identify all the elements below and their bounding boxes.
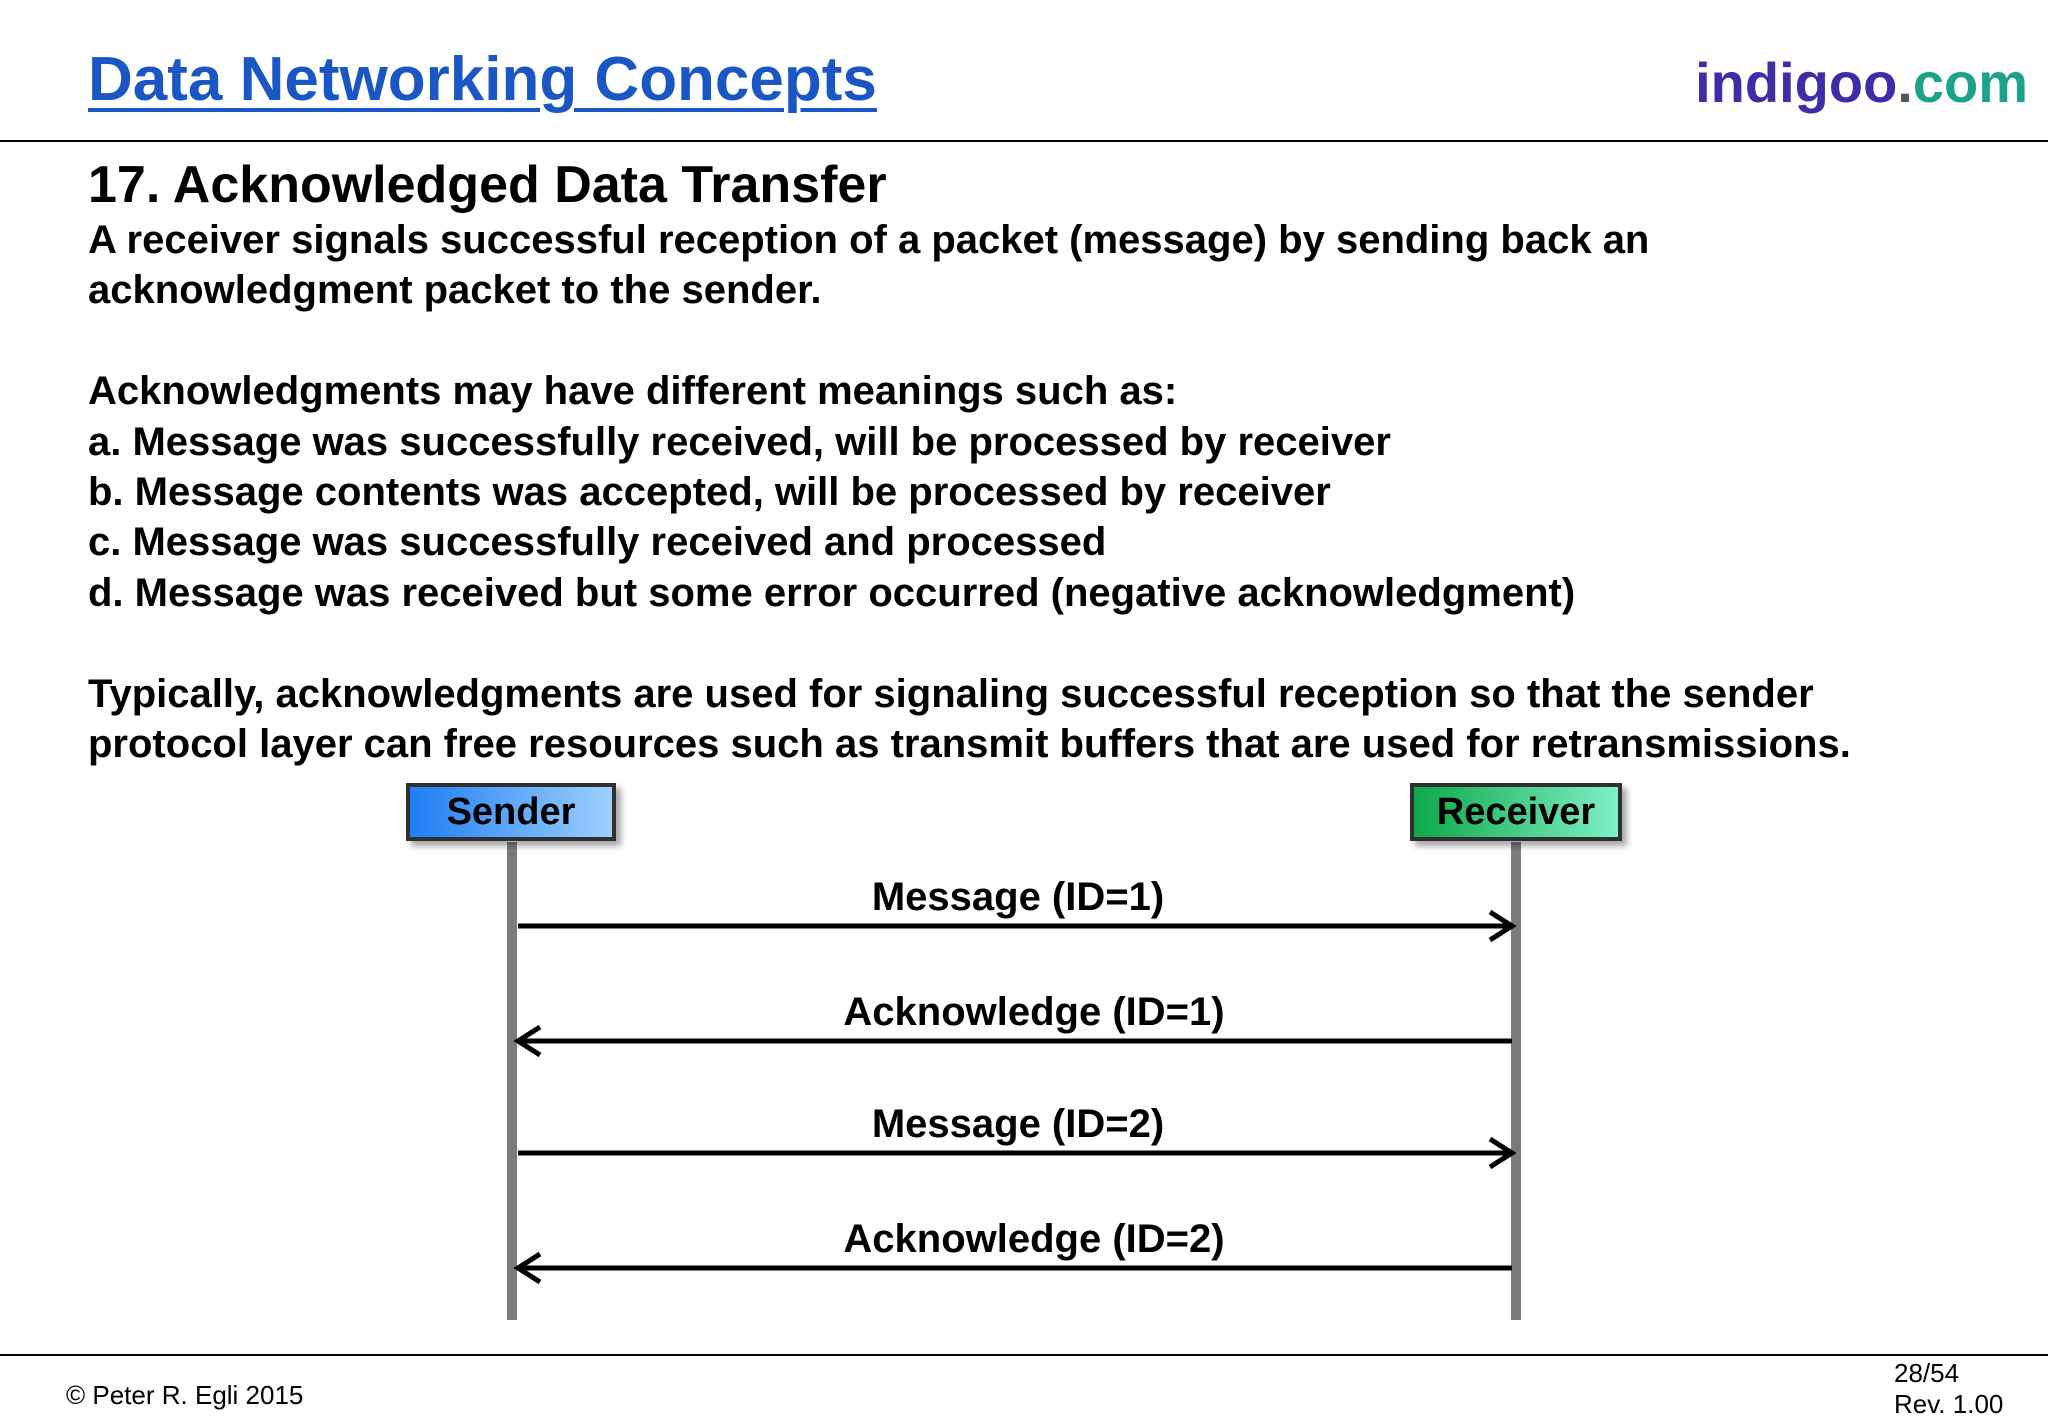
page-number: 28/54 [1894,1358,1960,1388]
brand-logo: indigoo.com [1695,50,2028,115]
sender-box: Sender [406,783,616,841]
arrowhead [1488,909,1517,943]
page-title[interactable]: Data Networking Concepts [88,45,877,114]
meaning-item: d. Message was received but some error o… [88,571,1576,615]
meaning-item: c. Message was successfully received and… [88,520,1107,564]
typical-line: protocol layer can free resources such a… [88,722,1851,766]
revision: Rev. 1.00 [1894,1389,2004,1419]
receiver-box: Receiver [1410,783,1622,841]
message-label: Message (ID=2) [871,1102,1165,1146]
ack-label: Acknowledge (ID=2) [843,1217,1225,1261]
page-info: 28/54 Rev. 1.00 [1894,1358,2003,1420]
copyright: © Peter R. Egli 2015 [66,1380,304,1410]
arrowhead [513,1024,542,1058]
arrowhead [513,1251,542,1285]
sender-label: Sender [446,790,576,833]
meaning-item: a. Message was successfully received, wi… [88,420,1391,464]
meaning-item: b. Message contents was accepted, will b… [88,470,1331,514]
ack-label: Acknowledge (ID=1) [843,990,1225,1034]
intro-line: A receiver signals successful reception … [88,218,1650,262]
brand-tld: com [1912,51,2028,114]
message-label: Message (ID=1) [871,875,1165,919]
section-title: 17. Acknowledged Data Transfer [88,156,887,214]
intro-line: acknowledgment packet to the sender. [88,268,822,312]
brand-dot: . [1897,51,1913,114]
brand-name: indigoo [1695,51,1898,114]
footer-divider [0,1354,2048,1356]
receiver-label: Receiver [1436,790,1596,833]
arrowhead [1488,1136,1517,1170]
meanings-heading: Acknowledgments may have different meani… [88,369,1178,413]
header-divider [0,140,2048,142]
typical-line: Typically, acknowledgments are used for … [88,672,1814,716]
